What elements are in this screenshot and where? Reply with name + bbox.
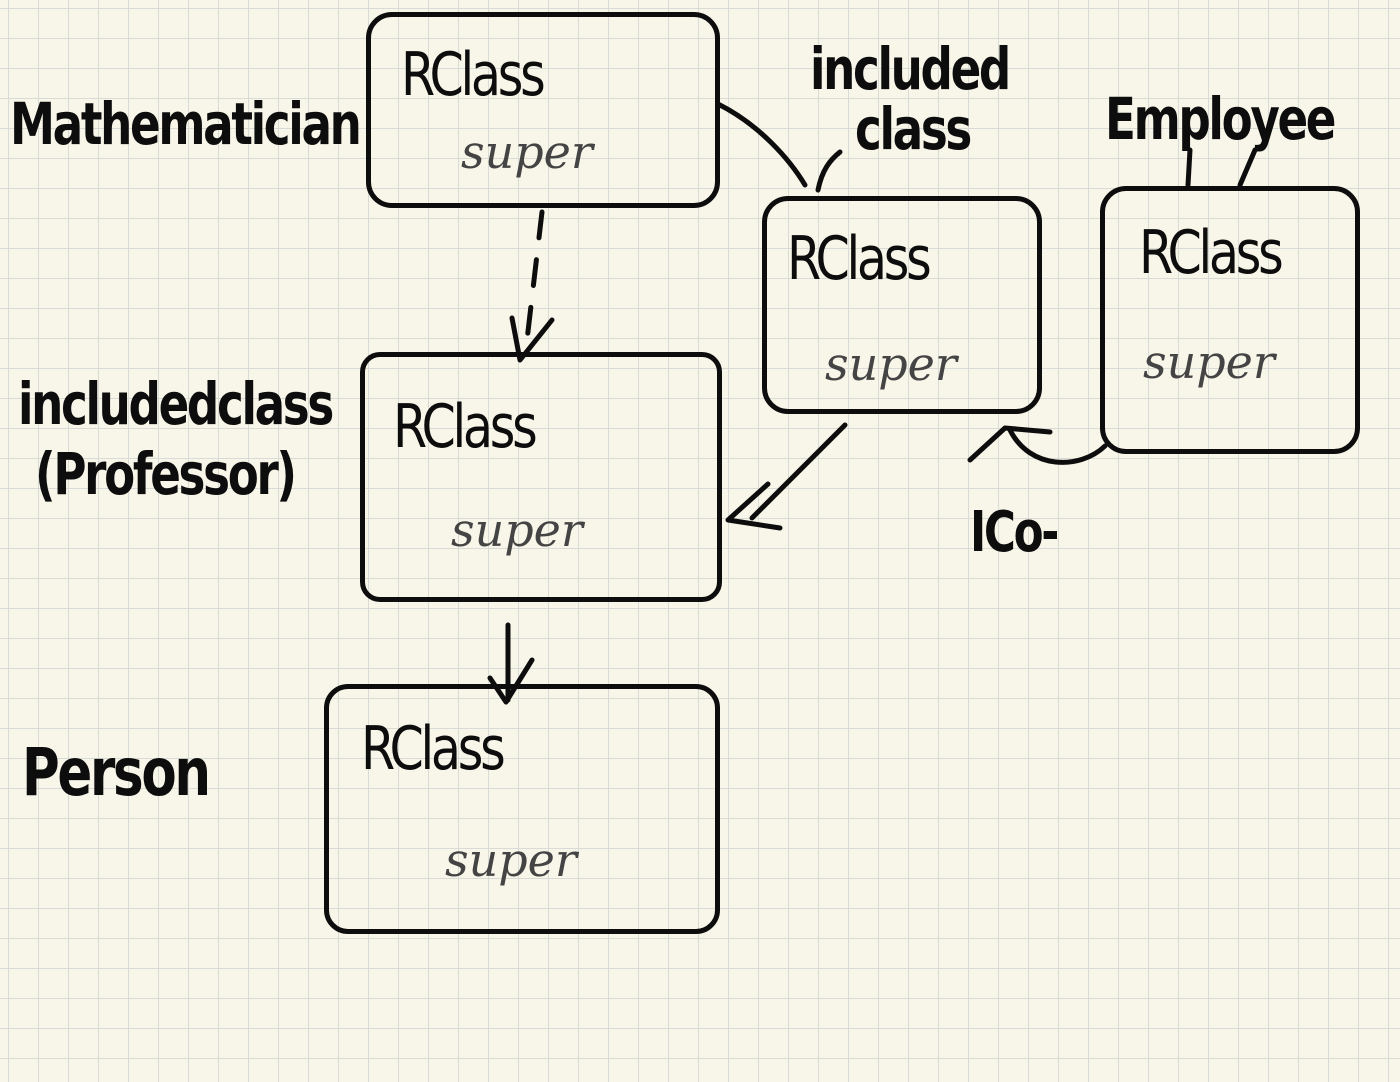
rclass-title: RClass — [787, 224, 932, 294]
rclass-title: RClass — [401, 40, 546, 110]
label-included-class-left-2: (Professor) — [35, 440, 297, 508]
professor-rclass-box: RClass super — [360, 352, 722, 602]
rclass-title: RClass — [1139, 218, 1284, 288]
label-included-class-top-2: class — [855, 95, 972, 163]
person-rclass-box: RClass super — [324, 684, 720, 934]
label-included-class-top-1: included — [810, 35, 1011, 103]
super-field: super — [825, 337, 957, 391]
employee-tick-right — [1237, 147, 1258, 188]
employee-tick-left — [1185, 147, 1193, 188]
super-field: super — [451, 503, 583, 557]
super-field: super — [445, 833, 577, 887]
rclass-title: RClass — [393, 392, 538, 462]
mathematician-rclass-box: RClass super — [366, 12, 720, 208]
employee-to-included-curve — [1007, 427, 1108, 465]
included-class-pointer — [815, 149, 843, 193]
included-to-professor-head — [725, 481, 783, 531]
dashed-arrow-line — [524, 209, 545, 343]
annotation-ico: ICo- — [970, 500, 1059, 565]
included-to-professor-line — [749, 422, 848, 521]
employee-to-included-head — [967, 425, 1053, 463]
label-employee: Employee — [1105, 85, 1337, 153]
super-field: super — [461, 125, 593, 179]
included-class-rclass-box: RClass super — [762, 196, 1042, 414]
rclass-title: RClass — [361, 714, 506, 784]
employee-rclass-box: RClass super — [1100, 186, 1360, 454]
label-mathematician: Mathematician — [10, 90, 362, 158]
math-to-included-connector — [715, 101, 808, 188]
label-person: Person — [22, 734, 211, 811]
super-field: super — [1143, 335, 1275, 389]
label-included-class-left-1: includedclass — [18, 370, 334, 438]
